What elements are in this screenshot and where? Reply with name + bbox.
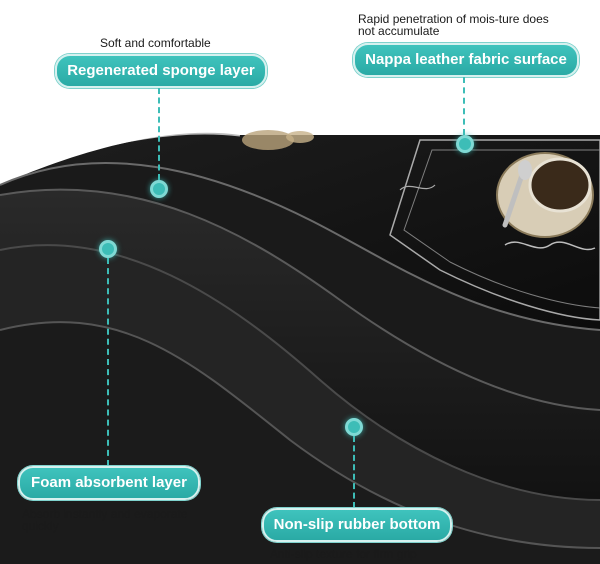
- filigree: [504, 241, 596, 251]
- layer-edge-line: [0, 188, 600, 411]
- decorative-frame-inner: [403, 149, 600, 309]
- nappa-note-line2: not accumulate: [358, 24, 440, 38]
- foam-absorbent-label: Foam absorbent layer: [18, 466, 200, 500]
- sponge-layer-label: Regenerated sponge layer: [55, 54, 267, 88]
- rose-decoration: [242, 130, 294, 150]
- sponge-note: Soft and comfortable: [100, 36, 211, 50]
- sponge-layer: [0, 162, 600, 410]
- nappa-leather-label: Nappa leather fabric surface: [353, 43, 579, 77]
- layer-edge-line: [0, 321, 600, 549]
- sponge-connector-line: [158, 88, 160, 180]
- rubber-marker-dot: [345, 418, 363, 436]
- foam-note-line1: Absorb instantly and evaporate: [22, 507, 188, 521]
- foam-absorbent-layer: [0, 245, 600, 548]
- nappa-connector-line: [463, 77, 465, 135]
- rubber-note: Anti-slip texture for firm grip: [270, 547, 417, 561]
- rubber-connector-line: [353, 436, 355, 508]
- filigree: [399, 184, 436, 191]
- surface-highlight: [39, 131, 241, 167]
- foam-connector-line: [107, 258, 109, 466]
- spoon: [502, 172, 525, 228]
- rubber-bottom-layer: [0, 322, 600, 564]
- rose-decoration: [286, 131, 314, 143]
- nappa-marker-dot: [456, 135, 474, 153]
- rubber-bottom-label: Non-slip rubber bottom: [262, 508, 452, 542]
- decorative-frame: [389, 139, 600, 321]
- foam-marker-dot: [99, 240, 117, 258]
- cup-rim: [528, 157, 592, 213]
- spoon-head: [518, 160, 532, 180]
- surface-edge: [0, 162, 600, 331]
- sponge-marker-dot: [150, 180, 168, 198]
- foam-note-line2: quickly: [22, 519, 59, 533]
- nappa-note-line1: Rapid penetration of mois-ture does: [358, 12, 549, 26]
- foam-texture-band: [0, 189, 600, 500]
- nappa-surface: [0, 132, 600, 330]
